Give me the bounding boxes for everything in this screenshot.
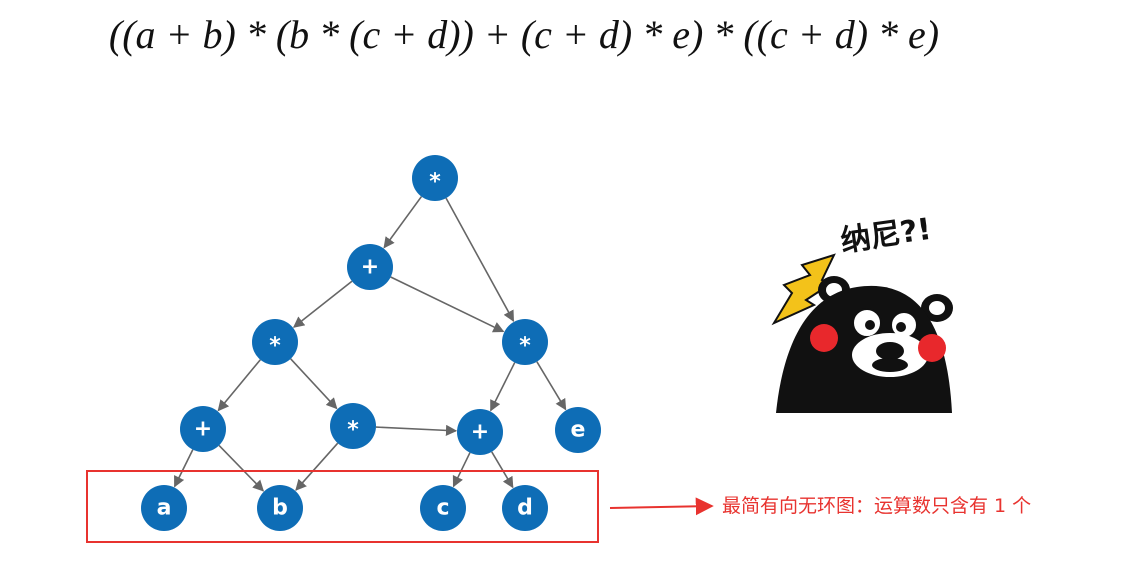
node-n3: * bbox=[252, 319, 298, 365]
node-label: + bbox=[194, 417, 212, 442]
edge-n1-n2 bbox=[383, 196, 423, 249]
node-n4: * bbox=[502, 319, 548, 365]
node-n9: a bbox=[141, 485, 187, 531]
expression-formula: ((a + b) * (b * (c + d)) + (c + d) * e) … bbox=[108, 12, 940, 57]
node-label: * bbox=[429, 170, 441, 195]
edge-n7-n11 bbox=[452, 452, 471, 488]
edge-n6-n10 bbox=[295, 442, 339, 491]
node-n1: * bbox=[412, 155, 458, 201]
node-circle bbox=[502, 485, 548, 531]
bear-face bbox=[776, 276, 953, 413]
node-n12: d bbox=[502, 485, 548, 531]
node-circle bbox=[141, 485, 187, 531]
node-n8: e bbox=[555, 407, 601, 453]
node-label: * bbox=[519, 334, 531, 359]
node-label: * bbox=[269, 334, 281, 359]
node-circle bbox=[502, 319, 548, 365]
node-circle bbox=[457, 409, 503, 455]
node-label: e bbox=[571, 418, 586, 443]
node-n6: * bbox=[330, 403, 376, 449]
node-circle bbox=[555, 407, 601, 453]
edge-n4-n7 bbox=[490, 362, 516, 412]
kumamon-sticker bbox=[771, 253, 953, 413]
edge-n1-n4 bbox=[445, 197, 515, 322]
node-n5: + bbox=[180, 406, 226, 452]
node-n2: + bbox=[347, 244, 393, 290]
node-circle bbox=[180, 406, 226, 452]
surprise-burst-icon bbox=[771, 253, 836, 326]
node-label: + bbox=[471, 420, 489, 445]
node-label: a bbox=[157, 496, 172, 521]
edge-n3-n6 bbox=[290, 358, 338, 410]
node-n11: c bbox=[420, 485, 466, 531]
node-label: + bbox=[361, 255, 379, 280]
node-circle bbox=[330, 403, 376, 449]
callout-arrow bbox=[609, 497, 714, 516]
edge-n3-n5 bbox=[217, 359, 261, 412]
node-label: * bbox=[347, 418, 359, 443]
node-label: d bbox=[517, 496, 533, 521]
edge-n5-n10 bbox=[218, 444, 265, 492]
edge-n6-n7 bbox=[375, 424, 458, 436]
node-label: b bbox=[272, 496, 288, 521]
edge-n2-n3 bbox=[292, 280, 353, 328]
nodes-layer: * + * * + * + e a b c d bbox=[141, 155, 601, 531]
node-n7: + bbox=[457, 409, 503, 455]
leaf-highlight-box bbox=[86, 470, 599, 543]
edge-n5-n9 bbox=[173, 449, 194, 488]
edge-n7-n12 bbox=[491, 451, 514, 489]
edge-n2-n4 bbox=[390, 276, 505, 333]
node-label: c bbox=[436, 496, 449, 521]
node-circle bbox=[347, 244, 393, 290]
edge-n4-n8 bbox=[536, 361, 567, 411]
node-circle bbox=[257, 485, 303, 531]
node-circle bbox=[252, 319, 298, 365]
node-circle bbox=[420, 485, 466, 531]
edges-layer bbox=[173, 196, 567, 492]
callout-text: 最简有向无环图：运算数只含有 1 个 bbox=[722, 495, 1032, 517]
node-circle bbox=[412, 155, 458, 201]
node-n10: b bbox=[257, 485, 303, 531]
